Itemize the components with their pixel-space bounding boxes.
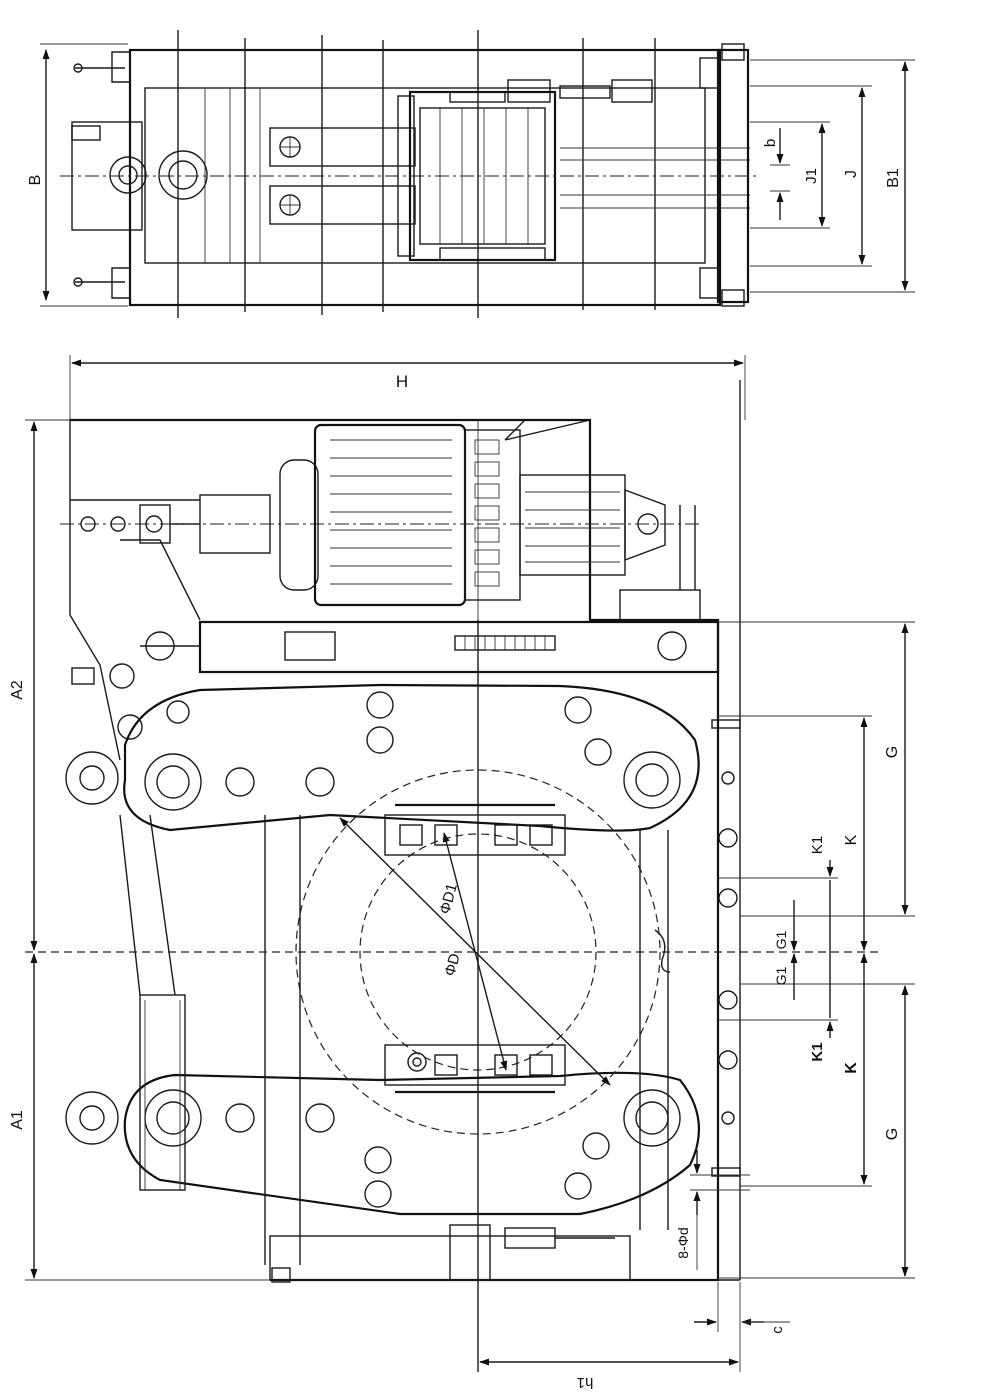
- dim-b: b: [762, 139, 779, 147]
- dim-K1-lower: K1: [809, 1042, 826, 1061]
- dim-K-lower: K: [843, 1062, 860, 1074]
- dim-A2: A2: [9, 680, 26, 700]
- dim-J1: J1: [803, 168, 820, 184]
- front-view: H: [9, 355, 915, 1391]
- dim-phiD: ΦD: [441, 951, 463, 978]
- dim-phiD1: ΦD1: [436, 882, 460, 916]
- dim-G-upper: G: [884, 746, 901, 758]
- dim-J: J: [843, 170, 860, 178]
- dim-B: B: [27, 175, 44, 186]
- dim-holes: 8-Φd: [675, 1227, 691, 1258]
- dim-B1: B1: [885, 168, 902, 188]
- dim-G1-upper: G1: [773, 930, 789, 949]
- dim-h1: h1: [577, 1374, 594, 1391]
- dim-K-upper: K: [843, 834, 860, 845]
- dim-c: c: [769, 1326, 786, 1334]
- dim-A1: A1: [9, 1110, 26, 1130]
- dim-G-lower: G: [884, 1128, 901, 1140]
- dim-G1-lower: G1: [773, 966, 789, 985]
- dim-K1-upper: K1: [809, 836, 826, 854]
- top-view: B B1 J J1 b: [27, 30, 915, 318]
- dim-H: H: [396, 372, 408, 391]
